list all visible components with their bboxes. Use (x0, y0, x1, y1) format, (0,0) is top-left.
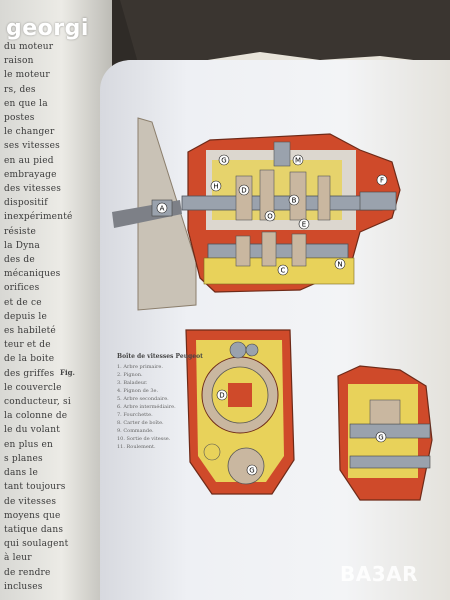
text-line: orifices (4, 283, 40, 294)
detail-section-drawing (337, 365, 433, 501)
main-cutaway-drawing (112, 117, 401, 311)
callout-d: D (238, 184, 250, 196)
figure-caption-label: Fig. (60, 368, 75, 377)
svg-text:H: H (213, 183, 218, 191)
text-line: la Dyna (4, 240, 40, 251)
text-line: postes (4, 113, 35, 124)
legend-line: 10. Sortie de vitesse. (117, 436, 171, 442)
main-callouts: A B C D E F G H M N O (156, 154, 388, 276)
callout-o: O (264, 210, 276, 222)
legend-line: 5. Arbre secondaire. (117, 396, 169, 402)
text-line: ses vitesses (4, 141, 60, 152)
callout-m: M (292, 154, 304, 166)
svg-text:B: B (292, 197, 297, 205)
left-page-text: du moteur raison le moteur rs, des en qu… (4, 40, 104, 594)
text-line: dans le (4, 468, 39, 479)
text-line: le changer (4, 127, 55, 138)
text-line: de rendre (4, 567, 51, 578)
figure-legend: 1. Arbre primaire. 2. Pignon. 3. Baladeu… (117, 363, 187, 451)
svg-text:E: E (302, 221, 306, 229)
text-line: qui soulagent (4, 539, 69, 550)
callout-front-g: G (246, 464, 258, 476)
text-line: à leur (4, 553, 32, 564)
svg-text:N: N (337, 261, 342, 269)
text-line: tant toujours (4, 482, 66, 493)
svg-text:G: G (378, 434, 383, 442)
svg-text:D: D (241, 187, 246, 195)
callout-f: F (376, 174, 388, 186)
watermark-top: georgi (6, 16, 89, 41)
text-line: de la boite (4, 354, 55, 365)
text-line: le du volant (4, 425, 61, 436)
text-line: du moteur (4, 42, 54, 52)
text-line: s planes (4, 453, 43, 464)
svg-text:F: F (380, 177, 384, 185)
text-line: de vitesses (4, 496, 57, 507)
text-line: teur et de (4, 340, 51, 351)
callout-front-d: D (216, 389, 228, 401)
callout-n: N (334, 258, 346, 270)
text-line: et de ce (4, 297, 42, 308)
svg-text:C: C (281, 267, 286, 275)
svg-text:A: A (160, 205, 165, 213)
text-line: en au pied (4, 155, 54, 166)
text-line: raison (4, 56, 34, 67)
detail-callouts: G (375, 431, 387, 443)
legend-line: 11. Roulement. (117, 444, 156, 450)
text-line: la colonne de (4, 411, 68, 422)
text-line: moyens que (4, 510, 61, 521)
legend-line: 1. Arbre primaire. (117, 364, 163, 370)
legend-line: 7. Fourchette. (117, 412, 153, 418)
text-line: dispositif (4, 198, 48, 209)
left-book-page: du moteur raison le moteur rs, des en qu… (0, 0, 112, 600)
callout-detail-g: G (375, 431, 387, 443)
text-line: depuis le (4, 311, 48, 322)
watermark-bottom: BA3AR (340, 562, 419, 586)
callout-e: E (298, 218, 310, 230)
text-line: des griffes (4, 368, 55, 379)
callout-a: A (156, 202, 168, 214)
text-line: des vitesses (4, 184, 62, 195)
text-line: embrayage (4, 169, 57, 180)
svg-text:M: M (295, 157, 301, 165)
text-line: conducteur, si (4, 397, 71, 408)
callout-c: C (277, 264, 289, 276)
legend-line: 2. Pignon. (117, 372, 143, 378)
legend-line: 6. Arbre intermédiaire. (117, 404, 176, 410)
legend-line: 9. Commande. (117, 428, 154, 434)
figure-legend-title: Boîte de vitesses Peugeot (117, 353, 203, 360)
legend-line: 8. Carter de boîte. (117, 420, 164, 426)
text-line: incluses (4, 581, 43, 592)
text-line: mécaniques (4, 269, 61, 280)
text-line: résiste (4, 226, 37, 237)
front-section-drawing (185, 329, 295, 495)
text-line: le moteur (4, 70, 50, 81)
svg-text:G: G (221, 157, 226, 165)
front-callouts: D G (216, 389, 258, 476)
text-line: inexpérimenté (4, 212, 73, 223)
text-line: le couvercle (4, 382, 62, 393)
text-line: rs, des (4, 84, 36, 95)
text-line: des de (4, 255, 35, 266)
legend-line: 4. Pignon de 3e. (117, 388, 159, 394)
legend-line: 3. Baladeur. (117, 380, 148, 386)
text-line: en que la (4, 98, 48, 109)
text-line: en plus en (4, 439, 54, 450)
svg-text:O: O (267, 213, 273, 221)
svg-text:G: G (249, 467, 254, 475)
callout-b: B (288, 194, 300, 206)
text-line: es habileté (4, 326, 56, 337)
text-line: tatique dans (4, 524, 64, 535)
callout-g: G (218, 154, 230, 166)
svg-text:D: D (219, 392, 224, 400)
callout-h: H (210, 180, 222, 192)
